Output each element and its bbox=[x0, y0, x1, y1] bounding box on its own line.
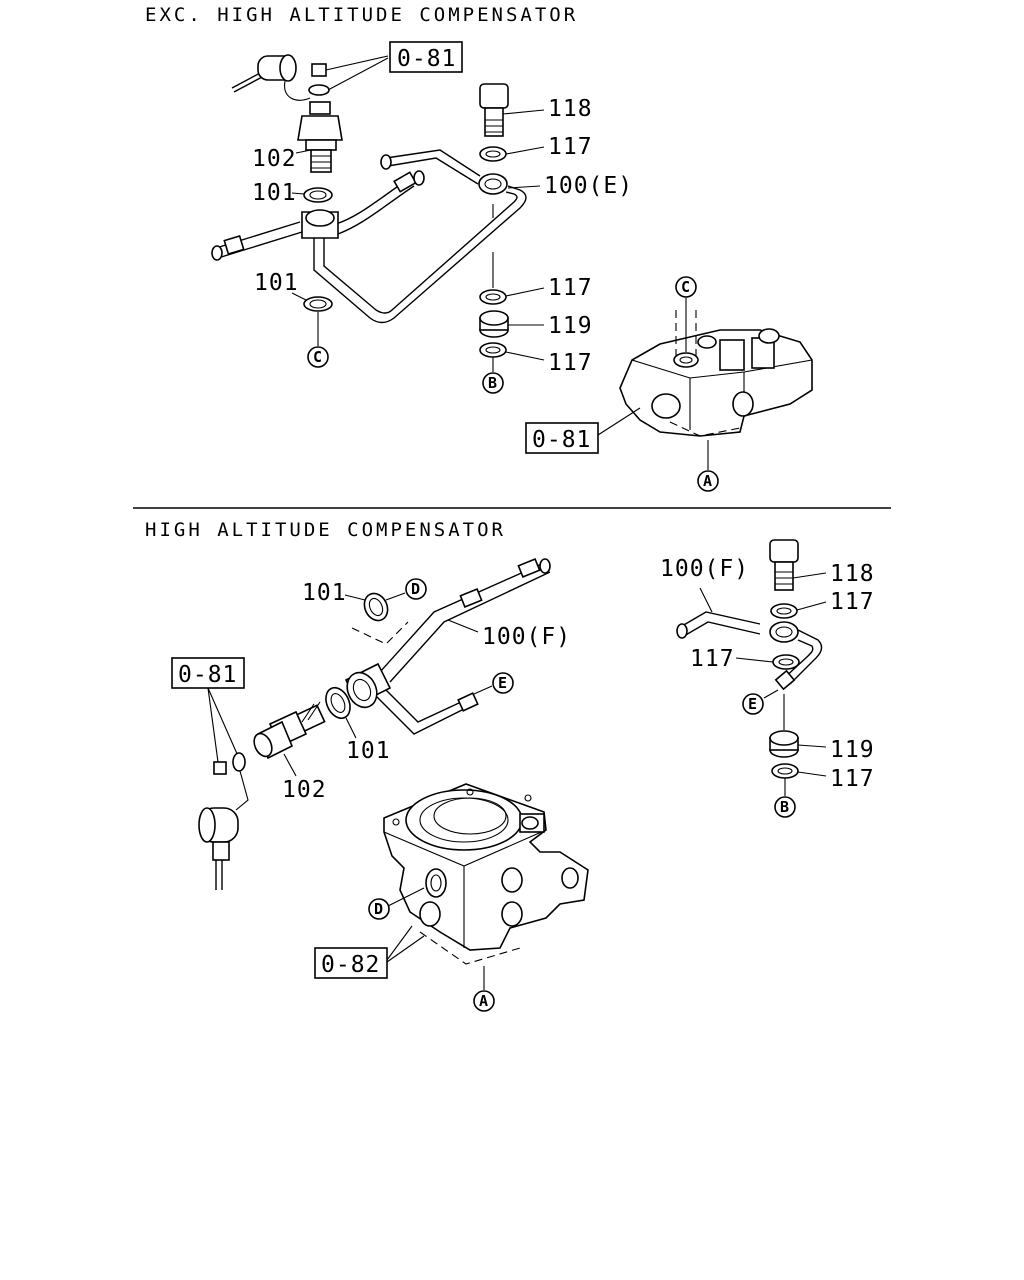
fuel-pipe-assembly-top bbox=[211, 149, 527, 324]
callout-c-body: C bbox=[681, 278, 690, 296]
label-117-top-b: 117 bbox=[548, 275, 593, 301]
label-117-top-a: 117 bbox=[548, 134, 593, 160]
washer-101-top-lower bbox=[303, 296, 333, 312]
banjo-bolt-118-top bbox=[479, 83, 509, 137]
spacer-119-top bbox=[479, 310, 509, 338]
pump-body-bottom bbox=[383, 783, 589, 965]
label-117-bottom-c: 117 bbox=[830, 766, 875, 792]
label-117-bottom-b: 117 bbox=[690, 646, 735, 672]
pressure-sensor-connector-bottom bbox=[198, 752, 249, 890]
callout-a-bottom: A bbox=[479, 992, 488, 1010]
callout-circle-a-top bbox=[697, 470, 719, 492]
washer-101-top-upper bbox=[303, 187, 333, 203]
callout-e-right: E bbox=[748, 695, 757, 713]
pressure-sensor-102-top bbox=[297, 101, 343, 173]
callout-circle-b-top bbox=[482, 372, 504, 394]
callout-b-bottom: B bbox=[780, 798, 789, 816]
callout-circle-b-bottom bbox=[774, 796, 796, 818]
pressure-sensor-connector-top bbox=[231, 54, 311, 101]
ref-label-bottom-sensor: 0-81 bbox=[178, 662, 237, 688]
ref-label-top-sensor: 0-81 bbox=[397, 46, 456, 72]
ref-box-top-sensor bbox=[389, 41, 463, 73]
washer-101-bottom-top bbox=[363, 592, 389, 622]
banjo-bolt-118-bottom bbox=[769, 539, 799, 591]
label-101-bottom-low: 101 bbox=[346, 738, 391, 764]
callout-circle-e-mid bbox=[492, 672, 514, 694]
callout-circle-d-top bbox=[405, 578, 427, 600]
washer-117-top-a bbox=[479, 146, 507, 162]
label-102-bottom: 102 bbox=[282, 777, 327, 803]
callout-circle-d-body bbox=[368, 898, 390, 920]
label-100f-mid: 100(F) bbox=[482, 624, 571, 650]
top-section-title: EXC. HIGH ALTITUDE COMPENSATOR bbox=[145, 4, 578, 26]
ref-label-top-body: 0-81 bbox=[532, 427, 591, 453]
callout-b-top: B bbox=[488, 374, 497, 392]
washer-117-top-c bbox=[479, 342, 507, 358]
callout-circle-c-left bbox=[307, 346, 329, 368]
callout-circle-e-right bbox=[742, 693, 764, 715]
ref-label-bottom-body: 0-82 bbox=[321, 952, 380, 978]
fuel-pipe-100f-right bbox=[676, 611, 823, 691]
label-102-top: 102 bbox=[252, 146, 297, 172]
callout-a-top: A bbox=[703, 472, 712, 490]
ref-box-bottom-sensor bbox=[171, 657, 245, 689]
label-117-bottom-a: 117 bbox=[830, 589, 875, 615]
washer-117-bottom-c bbox=[771, 763, 799, 779]
callout-circle-a-bottom bbox=[473, 990, 495, 1012]
ref-box-top-body bbox=[525, 422, 599, 454]
spacer-119-bottom bbox=[769, 730, 799, 758]
ref-box-bottom-body bbox=[314, 947, 388, 979]
banjo-eye-100e bbox=[478, 173, 508, 195]
label-101-top-upper: 101 bbox=[252, 180, 297, 206]
label-117-top-c: 117 bbox=[548, 350, 593, 376]
callout-e-mid: E bbox=[498, 674, 507, 692]
label-118-bottom: 118 bbox=[830, 561, 875, 587]
callout-circle-c-body bbox=[675, 276, 697, 298]
washer-117-bottom-b bbox=[772, 654, 800, 670]
label-119-top: 119 bbox=[548, 313, 593, 339]
nut-and-washer-top bbox=[308, 55, 389, 96]
callout-d-body: D bbox=[374, 900, 383, 918]
pump-body-top bbox=[619, 310, 813, 437]
washer-117-top-b bbox=[479, 289, 507, 305]
label-101-bottom-top: 101 bbox=[302, 580, 347, 606]
fuel-pipe-100f-bottom bbox=[344, 558, 551, 735]
callout-d-top: D bbox=[411, 580, 420, 598]
washer-117-bottom-a bbox=[770, 603, 798, 619]
label-118-top: 118 bbox=[548, 96, 593, 122]
pressure-sensor-102-bottom bbox=[253, 701, 326, 760]
label-100f-right: 100(F) bbox=[660, 556, 749, 582]
bottom-section-title: HIGH ALTITUDE COMPENSATOR bbox=[145, 519, 506, 541]
callout-c-left: C bbox=[313, 348, 322, 366]
label-101-top-lower: 101 bbox=[254, 270, 299, 296]
label-119-bottom: 119 bbox=[830, 737, 875, 763]
label-100e: 100(E) bbox=[544, 173, 633, 199]
